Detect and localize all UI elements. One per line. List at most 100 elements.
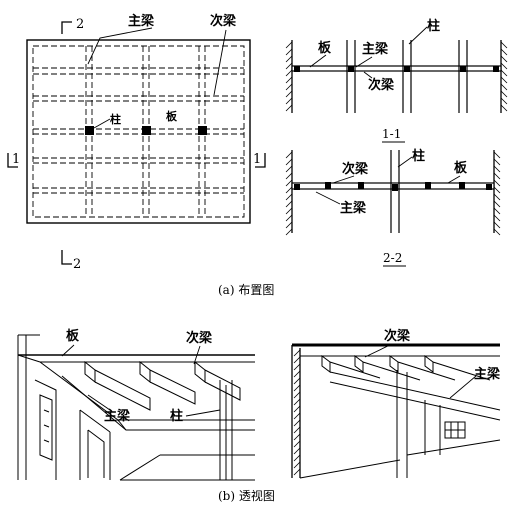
s11-leader-main-beam <box>355 56 373 68</box>
section-mark-2-bottom-label: 2 <box>73 257 81 272</box>
wall-hatch-stroke <box>285 97 293 105</box>
plan-column-square <box>85 126 94 135</box>
s11-slab-beam <box>291 65 502 72</box>
section-mark-1-right-label: 1 <box>253 152 261 167</box>
pl-leader-main-beam <box>87 394 111 411</box>
pl-label-secondary-beam: 次梁 <box>186 330 213 346</box>
wall-hatch-stroke <box>293 349 301 357</box>
wall-hatch-stroke <box>285 214 293 222</box>
perspective-left <box>17 334 255 481</box>
wall-hatch-stroke <box>285 207 293 215</box>
wall-hatch-stroke <box>285 228 293 236</box>
pr-label-secondary-beam: 次梁 <box>384 328 411 344</box>
s22-label-slab: 板 <box>454 160 468 176</box>
wall-hatch-stroke <box>285 151 293 159</box>
plan-column-square <box>198 126 207 135</box>
s22-label-column: 柱 <box>412 148 425 164</box>
wall-hatch-stroke <box>285 193 293 201</box>
section-mark-1-left <box>7 153 18 168</box>
pl-column <box>219 380 233 480</box>
wall-hatch-stroke <box>285 172 293 180</box>
wall-hatch-stroke <box>285 83 293 91</box>
s11-wall-hatching <box>285 41 508 112</box>
wall-hatch-stroke <box>493 165 501 173</box>
section-mark-2-top-label: 2 <box>76 17 84 32</box>
section-mark-2-bottom <box>61 250 72 265</box>
section-mark-1-right <box>255 153 266 168</box>
wall-hatch-stroke <box>293 405 301 413</box>
pr-leader-secondary-beam <box>364 343 393 358</box>
wall-hatch-stroke <box>500 90 508 98</box>
plan-label-column: 柱 <box>110 112 121 126</box>
pr-main-beam <box>329 371 501 421</box>
s11-leader-slab <box>309 54 327 68</box>
s11-label-secondary-beam: 次梁 <box>368 77 395 93</box>
wall-hatch-stroke <box>285 76 293 84</box>
plan-leader-column <box>93 118 111 129</box>
wall-hatch-stroke <box>293 447 301 455</box>
s11-label-slab: 板 <box>318 40 332 56</box>
plan-label-secondary-beam: 次梁 <box>210 13 237 29</box>
wall-hatch-stroke <box>500 76 508 84</box>
wall-hatch-stroke <box>285 165 293 173</box>
wall-hatch-stroke <box>500 83 508 91</box>
s11-columns <box>346 40 468 113</box>
pr-secondary-beam-3 <box>389 355 456 381</box>
wall-hatch-stroke <box>493 193 501 201</box>
s22-leader-main-beam <box>315 191 341 205</box>
plan-label-main-beam: 主梁 <box>128 13 155 29</box>
wall-hatch-stroke <box>293 398 301 406</box>
wall-hatch-stroke <box>293 419 301 427</box>
plan-outer-wall <box>26 39 251 224</box>
s22-leader-column <box>397 156 413 168</box>
wall-hatch-stroke <box>293 412 301 420</box>
s22-leader-secondary-beam <box>332 175 355 184</box>
caption-perspective: (b) 透视图 <box>218 488 275 503</box>
wall-hatch-stroke <box>500 48 508 56</box>
wall-hatch-stroke <box>493 151 501 159</box>
wall-hatch-stroke <box>293 468 301 476</box>
pl-leader-slab <box>61 344 75 357</box>
wall-hatch-stroke <box>293 433 301 441</box>
s11-leader-secondary-beam <box>363 71 373 79</box>
s11-leader-column <box>408 26 428 45</box>
s22-column <box>390 150 400 233</box>
wall-hatch-stroke <box>285 186 293 194</box>
pl-secondary-beam-3 <box>194 360 206 384</box>
wall-hatch-stroke <box>500 69 508 77</box>
s22-title: 2-2 <box>383 251 402 265</box>
pr-doorway <box>424 400 441 455</box>
wall-hatch-stroke <box>285 55 293 63</box>
plan-column-square <box>142 126 151 135</box>
pr-leader-main-beam <box>449 375 477 399</box>
s22-label-secondary-beam: 次梁 <box>342 161 369 177</box>
wall-hatch-stroke <box>285 69 293 77</box>
pl-label-main-beam: 主梁 <box>104 408 131 424</box>
s11-beam-blocks <box>294 66 499 72</box>
plan-view: 2 2 1 1 主梁 次梁 柱 板 <box>7 13 266 272</box>
wall-hatch-stroke <box>493 200 501 208</box>
pl-door <box>79 409 111 480</box>
perspective-right <box>291 343 501 479</box>
wall-hatch-stroke <box>293 391 301 399</box>
wall-hatch-stroke <box>500 55 508 63</box>
plan-leader-main-beam <box>87 27 153 65</box>
wall-hatch-stroke <box>285 48 293 56</box>
wall-hatch-stroke <box>285 200 293 208</box>
wall-hatch-stroke <box>493 221 501 229</box>
wall-hatch-stroke <box>285 62 293 70</box>
wall-hatch-stroke <box>285 158 293 166</box>
wall-hatch-stroke <box>293 370 301 378</box>
plan-columns <box>85 126 207 135</box>
wall-hatch-stroke <box>285 104 293 112</box>
wall-hatch-stroke <box>293 426 301 434</box>
s22-wall-hatching <box>285 151 501 236</box>
wall-hatch-stroke <box>285 221 293 229</box>
s11-label-column: 柱 <box>427 18 440 34</box>
pl-label-slab: 板 <box>66 328 80 344</box>
plan-inner-dashed <box>32 45 245 218</box>
plan-label-slab: 板 <box>166 109 178 123</box>
s22-label-main-beam: 主梁 <box>340 200 367 216</box>
wall-hatch-stroke <box>493 179 501 187</box>
